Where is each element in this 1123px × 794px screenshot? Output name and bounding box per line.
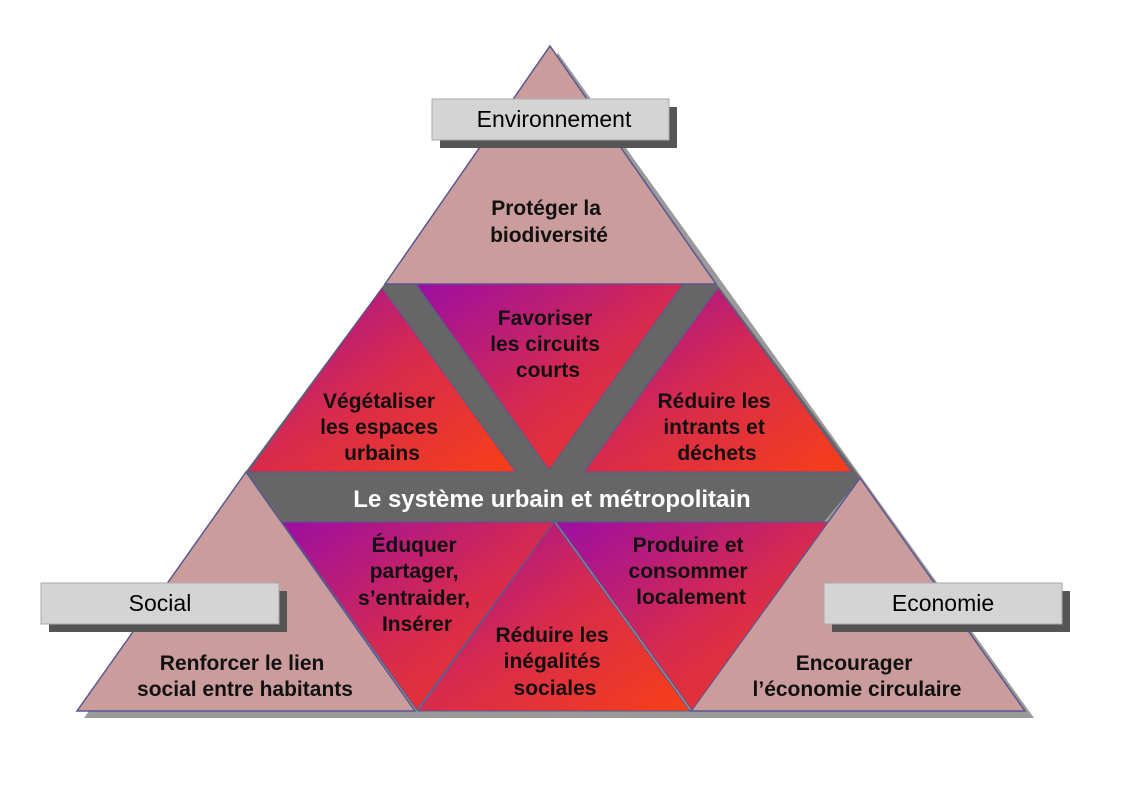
economy-label: Economie (823, 582, 1070, 632)
produire-text: Produire et consommer localement (629, 534, 754, 609)
eduquer-triangle (281, 521, 555, 711)
vegetaliser-text: Végétaliser les espaces urbains (320, 390, 444, 465)
social-label: Social (40, 582, 287, 632)
favoriser-text: Favoriser les circuits courts (490, 307, 606, 382)
svg-text:Economie: Economie (892, 590, 994, 616)
environment-corner-text: Protéger la biodiversité (490, 197, 608, 247)
center-band-title: Le système urbain et métropolitain (353, 486, 750, 513)
environment-label: Environnement (431, 98, 677, 148)
reduire-intrants-triangle (583, 287, 853, 473)
reduire-inegalites-text: Réduire les inégalités sociales (495, 624, 614, 700)
social-corner-text: Renforcer le lien social entre habitants (137, 652, 353, 701)
svg-text:Environnement: Environnement (477, 106, 632, 132)
produire-triangle (555, 521, 829, 711)
reduire-inegalites-triangle (417, 521, 691, 712)
eduquer-text: Éduquer partager, s’entraider, Insérer (358, 534, 476, 636)
vegetaliser-triangle (247, 287, 517, 473)
environment-corner-triangle (383, 44, 718, 285)
economy-corner-text: Encourager l’économie circulaire (753, 652, 962, 701)
reduire-intrants-text: Réduire les intrants et déchets (657, 390, 776, 465)
svg-text:Social: Social (129, 590, 192, 616)
favoriser-triangle (415, 283, 684, 471)
